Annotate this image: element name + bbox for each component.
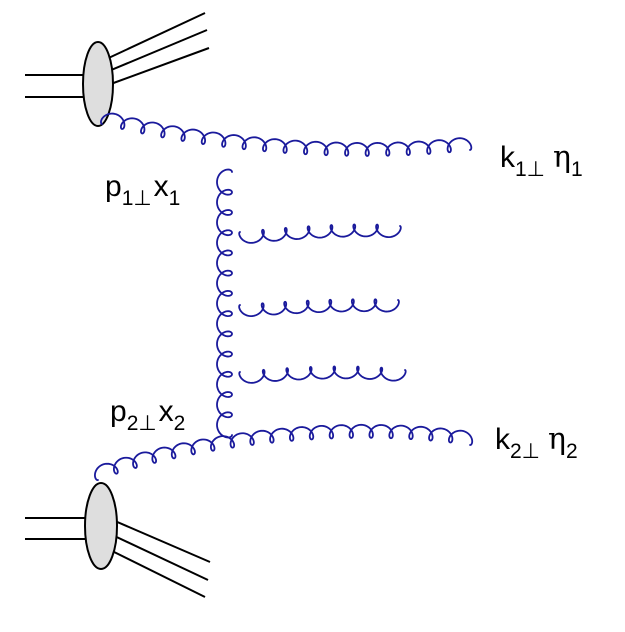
t-channel-gluon-ladder (216, 168, 233, 439)
top-remnant-line-2 (103, 29, 208, 74)
bottom-hadron (25, 482, 211, 598)
rung-gluon-1 (238, 223, 402, 244)
rung-gluon-3 (238, 365, 407, 384)
bottom-remnant-line-2 (105, 531, 209, 581)
top-remnant-line-1 (99, 12, 206, 63)
gluon-lines (94, 112, 474, 481)
rung-gluon-2 (238, 298, 400, 318)
bottom-remnant-line-1 (107, 517, 211, 563)
bottom-emitted-gluon (94, 423, 474, 481)
label-k1: k1⊥η1 (500, 140, 583, 181)
label-p1: p1⊥x1 (105, 170, 180, 210)
label-k2: k2⊥η2 (495, 422, 578, 463)
bottom-proton-blob (84, 482, 118, 570)
bottom-remnant-line-3 (101, 545, 206, 598)
label-p2: p2⊥x2 (110, 395, 185, 435)
top-proton-blob (82, 41, 114, 127)
top-remnant-line-3 (107, 47, 210, 86)
top-hadron (25, 12, 210, 127)
top-emitted-gluon (100, 112, 473, 157)
